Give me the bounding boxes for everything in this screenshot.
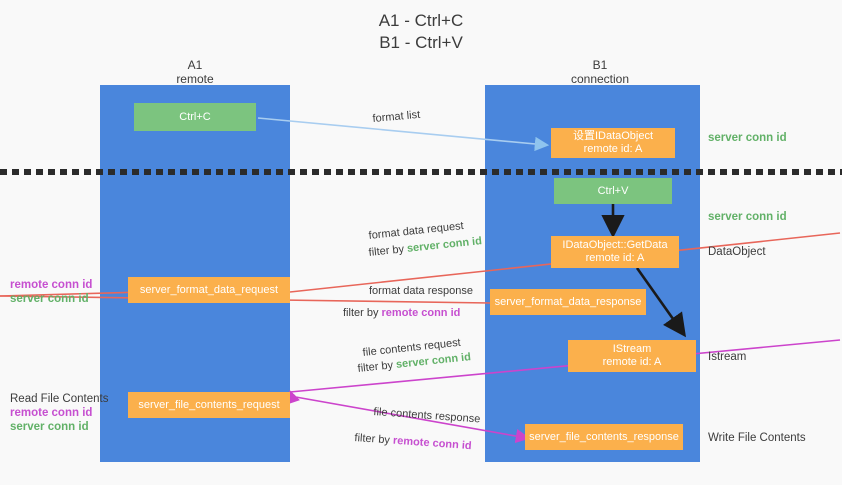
box-server-file-contents-request[interactable]: server_file_contents_request [128, 392, 290, 418]
label-server-conn-id-1: server conn id [10, 293, 89, 305]
label-server-conn-id-top-text: server conn id [708, 132, 787, 144]
box-server-format-data-response-label: server_format_data_response [494, 295, 642, 308]
box-istream-line1: IStream [612, 343, 652, 355]
label-server-conn-id-mid-text: server conn id [708, 211, 787, 223]
arrow-label-format-list: format list [372, 108, 421, 126]
arrow-label-file-contents-request-filter-prefix: filter by [357, 358, 397, 375]
arrow-label-format-data-request-filter-value: server conn id [406, 235, 483, 255]
column-b1-name: B1 [592, 58, 608, 72]
diagram-title: A1 - Ctrl+C B1 - Ctrl+V [0, 10, 842, 54]
box-istream-line2: remote id: A [602, 356, 662, 368]
box-istream[interactable]: IStream remote id: A [568, 340, 696, 372]
box-ctrl-v[interactable]: Ctrl+V [554, 178, 672, 204]
box-server-file-contents-response[interactable]: server_file_contents_response [525, 424, 683, 450]
arrow-label-file-contents-response-filter-prefix: filter by [354, 431, 394, 447]
title-line-1: A1 - Ctrl+C [378, 11, 464, 30]
label-istream: Istream [708, 350, 746, 364]
box-server-file-contents-request-label: server_file_contents_request [138, 398, 280, 411]
box-ctrl-c-label: Ctrl+C [179, 110, 211, 123]
box-getdata-line1: IDataObject::GetData [562, 239, 668, 251]
box-set-data-object-line2: remote id: A [583, 143, 643, 155]
column-b1-sub: connection [570, 72, 630, 86]
arrow-label-file-contents-response-filter: filter by remote conn id [354, 431, 472, 453]
label-write-file-contents-text: Write File Contents [708, 432, 806, 444]
label-server-conn-id-mid: server conn id [708, 210, 787, 224]
box-server-format-data-response[interactable]: server_format_data_response [490, 289, 646, 315]
label-data-object-text: DataObject [708, 246, 766, 258]
arrow-label-format-data-response-filter-value: remote conn id [381, 307, 461, 319]
box-idataobject-getdata[interactable]: IDataObject::GetData remote id: A [551, 236, 679, 268]
label-remote-conn-id-1: remote conn id [10, 279, 93, 291]
arrow-label-format-data-response-text: format data response [369, 285, 473, 297]
arrow-label-format-data-request-filter-prefix: filter by [368, 242, 408, 259]
column-header-a1: A1 remote [130, 58, 260, 86]
column-a1-name: A1 [187, 58, 203, 72]
arrow-label-file-contents-response: file contents response [373, 405, 481, 426]
box-getdata-line2: remote id: A [585, 252, 645, 264]
column-header-b1: B1 connection [535, 58, 665, 86]
box-server-format-data-request-label: server_format_data_request [139, 283, 279, 296]
label-read-file-contents-group: Read File Contents remote conn id server… [10, 392, 108, 434]
arrow-label-file-contents-response-text: file contents response [373, 405, 481, 426]
label-conn-ids-format: remote conn id server conn id [10, 278, 92, 306]
column-a1-sub: remote [176, 72, 214, 86]
box-ctrl-c[interactable]: Ctrl+C [134, 103, 256, 131]
box-set-data-object-line1: 设置IDataObject [572, 130, 654, 142]
label-data-object: DataObject [708, 245, 766, 259]
arrow-label-format-data-response-filter-prefix: filter by [343, 307, 382, 319]
box-ctrl-v-label: Ctrl+V [597, 184, 629, 197]
label-server-conn-id-2: server conn id [10, 421, 89, 433]
label-write-file-contents: Write File Contents [708, 431, 806, 445]
phase-divider-dashed-line [0, 169, 842, 175]
arrow-label-format-data-response: format data response [369, 284, 473, 298]
label-server-conn-id-top: server conn id [708, 131, 787, 145]
box-server-file-contents-response-label: server_file_contents_response [529, 430, 679, 443]
box-server-format-data-request[interactable]: server_format_data_request [128, 277, 290, 303]
label-remote-conn-id-2: remote conn id [10, 407, 93, 419]
arrow-label-format-data-response-filter: filter by remote conn id [343, 306, 460, 320]
arrow-label-file-contents-response-filter-value: remote conn id [392, 434, 473, 453]
title-line-2: B1 - Ctrl+V [379, 33, 463, 52]
arrow-label-format-list-text: format list [372, 108, 421, 125]
box-set-data-object[interactable]: 设置IDataObject remote id: A [551, 128, 675, 158]
label-read-file-contents: Read File Contents [10, 393, 109, 405]
label-istream-text: Istream [708, 351, 747, 363]
